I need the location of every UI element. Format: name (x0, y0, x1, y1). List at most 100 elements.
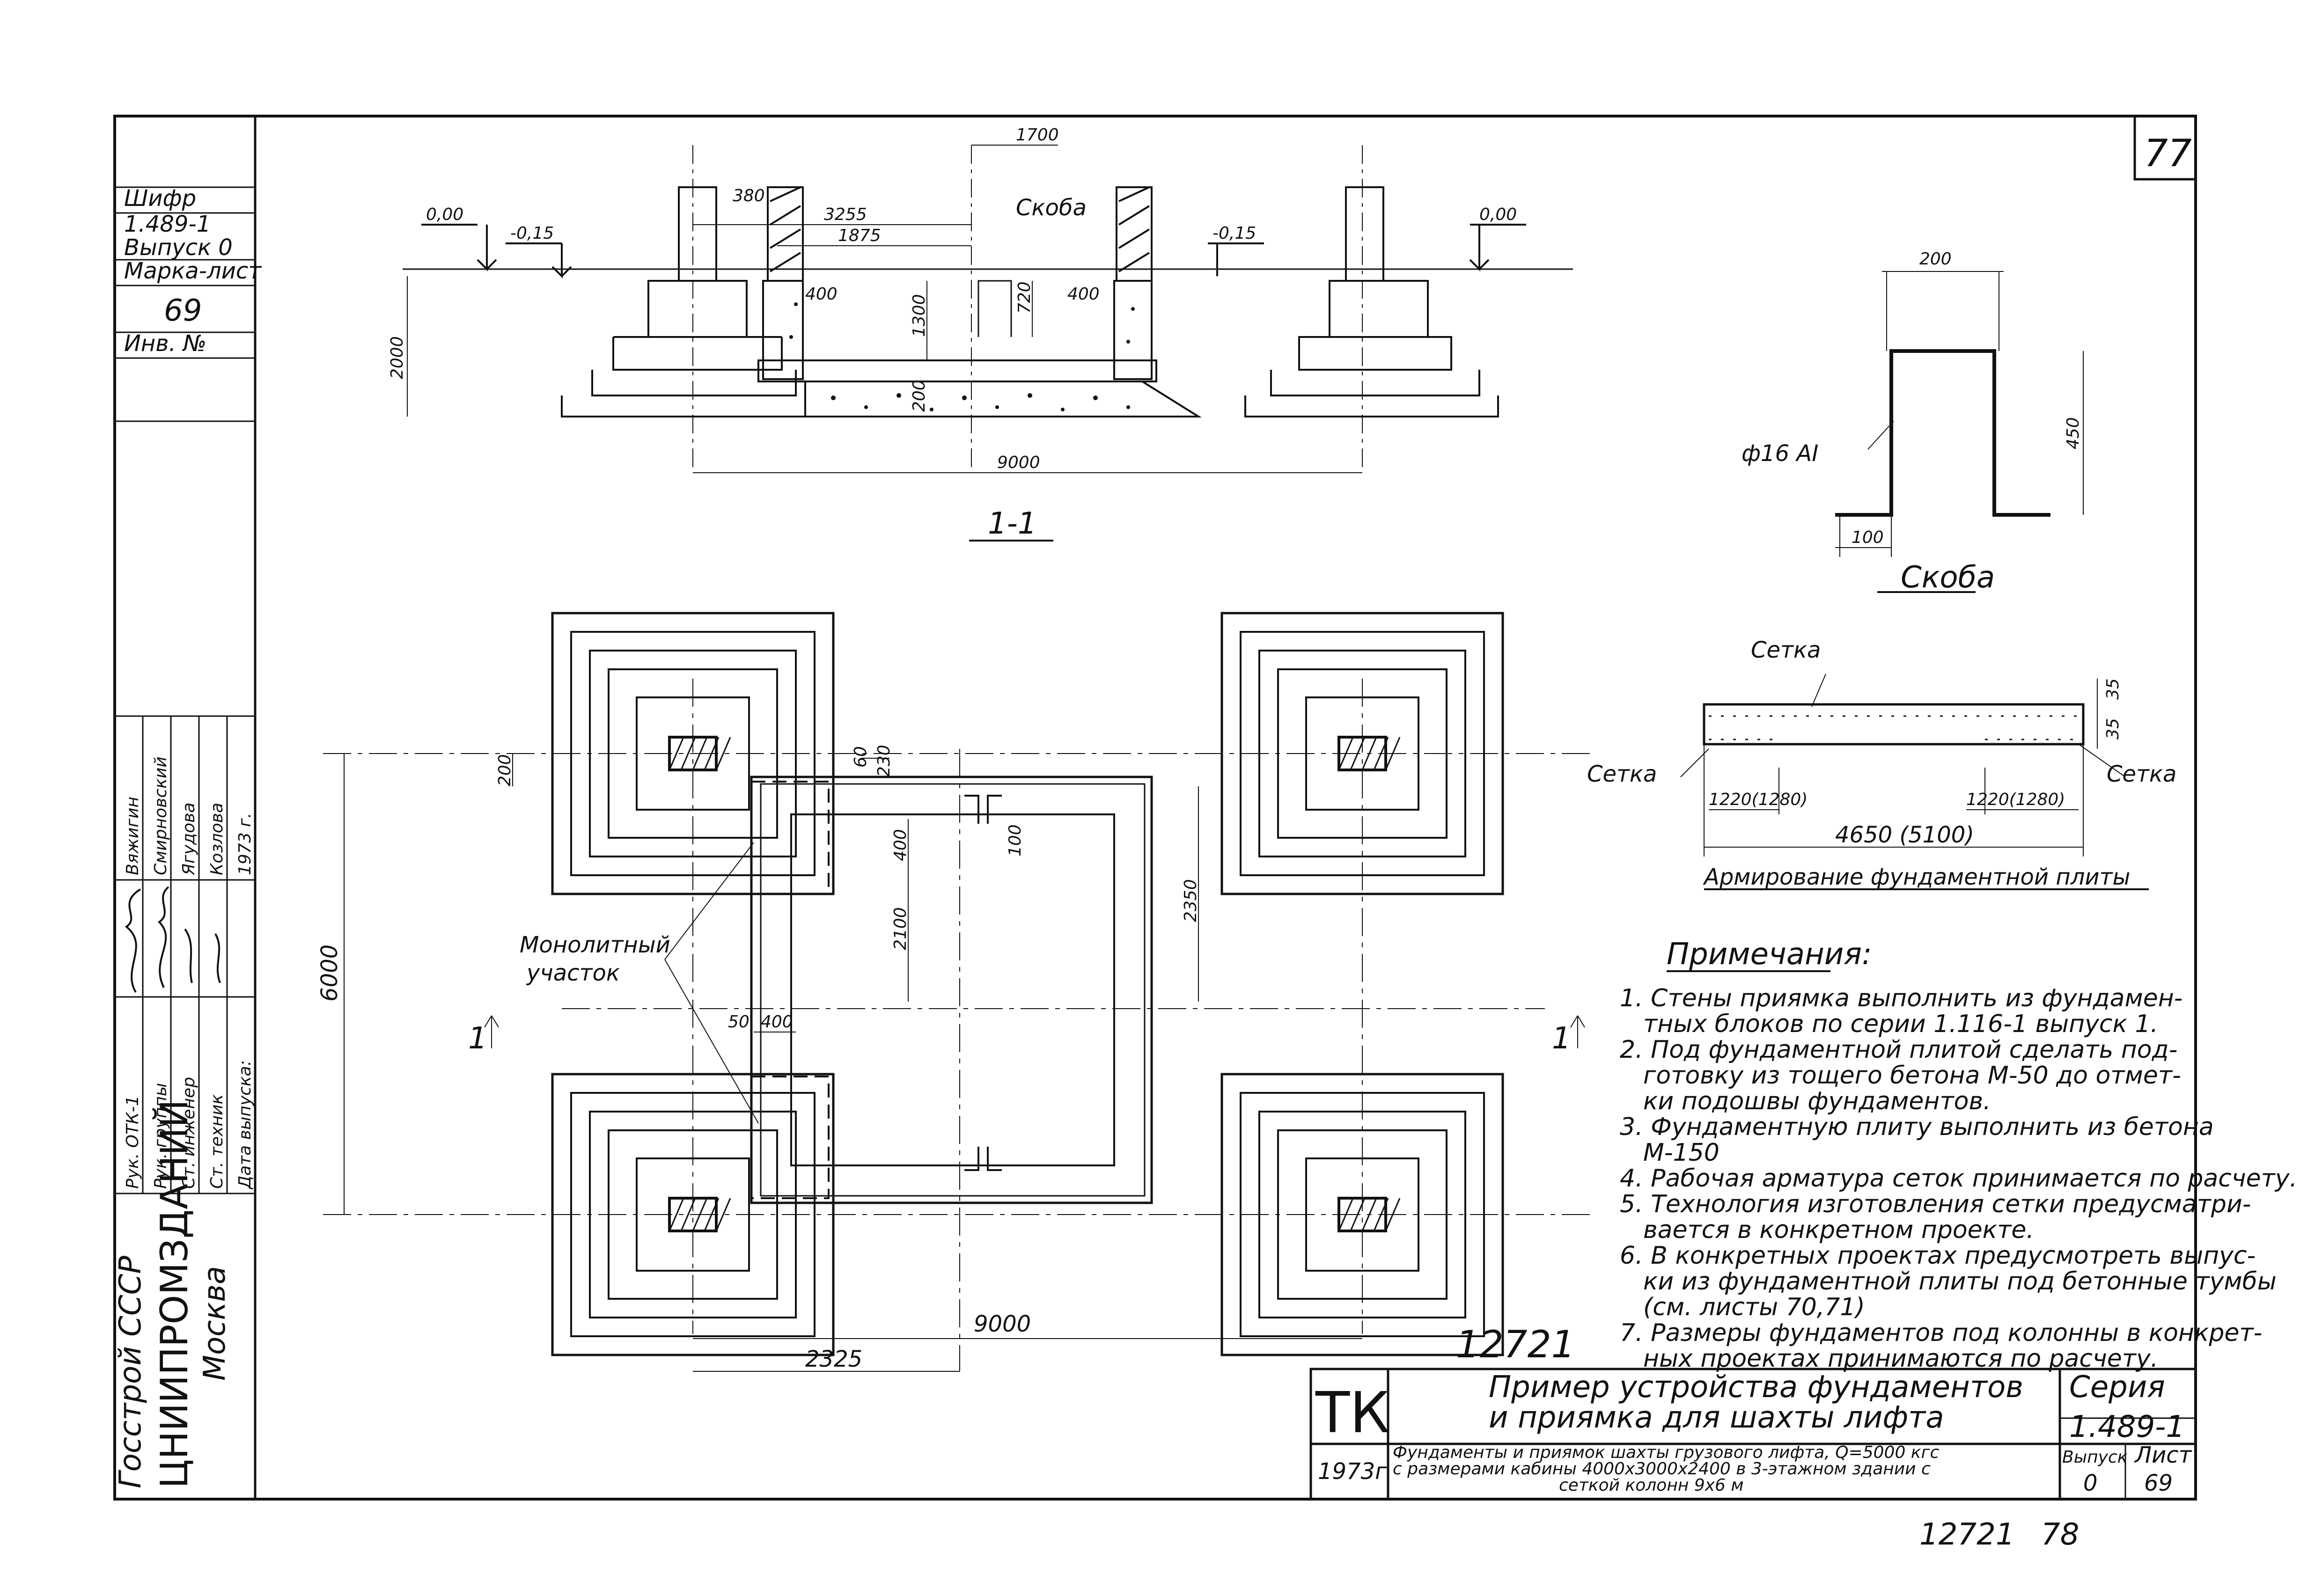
signature-names: Вяжигин Смирновский Ягудова Козлова 1973… (123, 756, 255, 876)
dim-720: 720 (1015, 281, 1034, 314)
dim-1700: 1700 (1016, 125, 1059, 145)
plan-dim-50: 50 (728, 1012, 750, 1032)
left-stamp (114, 186, 256, 1194)
column-hatch (715, 1198, 731, 1231)
marka-label: Марка-лист (124, 258, 262, 284)
name-3: Ягудова (179, 803, 198, 876)
plan-dim-9000: 9000 (974, 1311, 1031, 1337)
dim-1300: 1300 (910, 294, 929, 337)
tk-mark: ТК (1315, 1381, 1390, 1446)
bracket-dim-200: 200 (1919, 249, 1952, 269)
cut-left-label: 1 (468, 1021, 487, 1056)
plan-dim-200: 200 (495, 754, 514, 786)
slab-dim-4650: 4650 (5100) (1835, 822, 1974, 848)
vypusk-label: Выпуск (2062, 1448, 2128, 1467)
org-line-1: Госстрой СССР (113, 1256, 148, 1488)
dim-400-left: 400 (805, 285, 838, 304)
shifr-value-2: Выпуск 0 (124, 234, 233, 261)
role-2: Рук. группы (151, 1083, 170, 1189)
plan-dim-400: 400 (891, 829, 910, 861)
plan-axes (323, 679, 1592, 1371)
footer-page: 78 (2041, 1517, 2079, 1552)
name-2: Смирновский (151, 756, 170, 875)
dim-3255: 3255 (824, 205, 867, 224)
plan-foundations (551, 612, 1504, 1356)
bracket-dims (1835, 271, 2084, 593)
bracket-detail (1835, 349, 2050, 517)
name-4: Козлова (207, 803, 227, 875)
section-concrete-fill (789, 302, 1135, 411)
vypusk-value: 0 (2083, 1470, 2098, 1496)
note-line: М-150 (1643, 1139, 1719, 1167)
note-line: (см. листы 70,71) (1643, 1293, 1865, 1321)
title-line-1: Пример устройства фундаментов (1489, 1370, 2023, 1405)
plan-pit (750, 776, 1153, 1204)
section-labels: 1700 380 3255 1875 Скоба 0,00 -0,15 -0,1… (388, 125, 1517, 541)
slab-dim-35b: 35 (2103, 718, 2123, 739)
plan-dim-400b: 400 (761, 1012, 793, 1032)
bracket-title: Скоба (1901, 560, 1995, 595)
plan-dim-6000: 6000 (316, 944, 343, 1002)
seria-label: Серия (2069, 1370, 2165, 1405)
shifr-label: Шифр (124, 185, 196, 212)
org-line-3: Москва (198, 1266, 232, 1381)
signature-roles: Рук. ОТК-1 Рук. группы Ст. инженер Ст. т… (123, 1060, 255, 1190)
name-5: 1973 г. (235, 813, 255, 875)
note-line: 6. В конкретных проектах предусмотреть в… (1620, 1242, 2256, 1270)
note-line: 7. Размеры фундаментов под колонны в кон… (1620, 1319, 2262, 1347)
dim-9000-section: 9000 (997, 453, 1040, 472)
level-0-right: 0,00 (1479, 205, 1517, 224)
slab-detail (1680, 674, 2149, 890)
note-line: 2. Под фундаментной плитой сделать под- (1620, 1036, 2177, 1064)
monolith-label-2: участок (526, 960, 620, 986)
role-4: Ст. техник (207, 1094, 227, 1189)
note-line: 5. Технология изготовления сетки предусм… (1620, 1190, 2251, 1218)
inv-label: Инв. № (124, 330, 206, 357)
note-line: ки подошвы фундаментов. (1643, 1087, 1991, 1115)
shifr-value-1: 1.489-1 (124, 211, 211, 237)
year: 1973г (1318, 1458, 1387, 1485)
note-line: тных блоков по серии 1.116-1 выпуск 1. (1643, 1010, 2158, 1038)
subtitle-line-2: с размерами кабины 4000х3000х2400 в 3-эт… (1393, 1459, 1931, 1479)
plan-dim-100: 100 (1006, 824, 1025, 857)
role-1: Рук. ОТК-1 (123, 1096, 142, 1189)
note-line: ки из фундаментной плиты под бетонные ту… (1643, 1267, 2277, 1296)
level-0-left: 0,00 (426, 205, 463, 224)
bracket-bar: ф16 АI (1742, 440, 1818, 467)
role-5: Дата выпуска: (235, 1060, 255, 1190)
plan-dimensions (344, 754, 1585, 1372)
skoba-label: Скоба (1016, 195, 1087, 221)
level-015-right: -0,15 (1212, 224, 1256, 243)
role-3: Ст. инженер (179, 1077, 198, 1189)
dim-380: 380 (733, 186, 765, 205)
slab-dim-1220-right: 1220(1280) (1966, 790, 2065, 809)
seria-value: 1.489-1 (2069, 1410, 2185, 1444)
list-label: Лист (2134, 1442, 2193, 1468)
section-1-1 (403, 145, 1573, 542)
marka-value: 69 (164, 293, 202, 328)
slab-title: Армирование фундаментной плиты (1703, 864, 2130, 890)
title-line-2: и приямка для шахты лифта (1489, 1400, 1944, 1435)
column-hatch (715, 737, 731, 770)
dim-1875: 1875 (838, 226, 881, 245)
note-line: готовку из тощего бетона М-50 до отмет- (1643, 1062, 2181, 1090)
monolith-label-1: Монолитный (520, 932, 670, 958)
slab-setka-right: Сетка (2107, 761, 2176, 787)
dim-400-right: 400 (1067, 285, 1100, 304)
plan-dim-2325: 2325 (805, 1346, 862, 1372)
notes-title: Примечания: (1667, 937, 1872, 972)
slab-setka-left: Сетка (1587, 761, 1657, 787)
org-line-2: ЦНИИПРОМЗДАНИЙ (152, 1099, 196, 1488)
note-line: вается в конкретном проекте. (1643, 1216, 2034, 1244)
bracket-dim-100: 100 (1852, 528, 1884, 547)
section-title: 1-1 (988, 506, 1037, 541)
plan-dim-2350: 2350 (1181, 879, 1200, 922)
plan-dim-2100: 2100 (891, 907, 910, 950)
subtitle-line-1: Фундаменты и приямок шахты грузового лиф… (1393, 1443, 1939, 1462)
title-block (1309, 1368, 2197, 1501)
slab-setka-top: Сетка (1751, 637, 1821, 663)
name-1: Вяжигин (123, 797, 142, 875)
note-line: 4. Рабочая арматура сеток принимается по… (1620, 1164, 2297, 1193)
slab-dim-35a: 35 (2103, 678, 2123, 700)
